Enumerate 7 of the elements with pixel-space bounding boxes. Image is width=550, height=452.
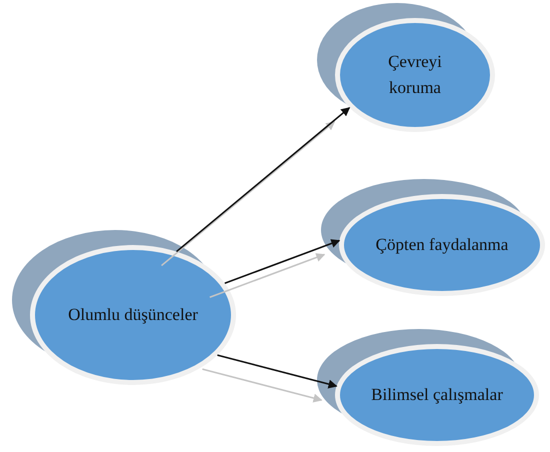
node-label: Bilimsel çalışmalar xyxy=(371,384,503,406)
node-label: Çevreyi koruma xyxy=(387,50,443,99)
node-label: Olumlu düşünceler xyxy=(68,304,198,326)
arrow xyxy=(217,354,338,388)
arrow xyxy=(224,239,340,284)
node-label: Çöpten faydalanma xyxy=(376,234,508,256)
arrow xyxy=(176,107,350,252)
